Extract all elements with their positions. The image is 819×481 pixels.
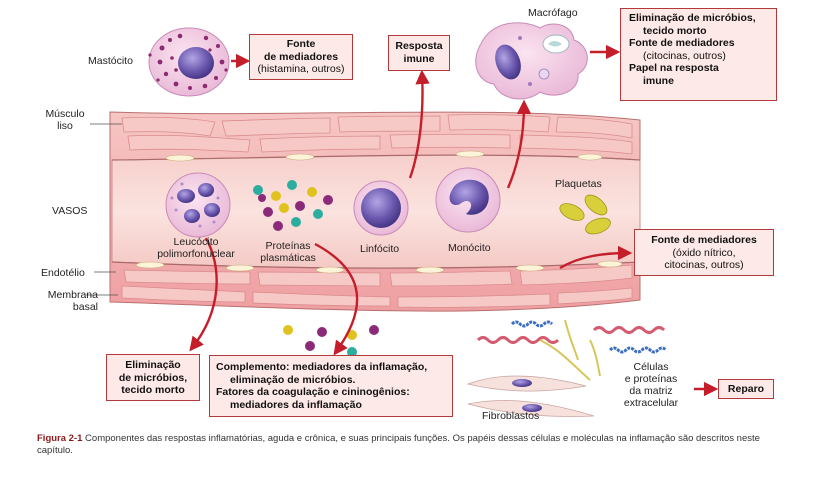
label-basement-membrane-line2: basal: [72, 301, 98, 313]
figure-number: Figura 2-1: [37, 433, 83, 444]
label-smooth-muscle-line1: Músculo: [45, 108, 85, 120]
label-basement-membrane-line1: Membrana: [47, 289, 98, 301]
extracellular-matrix: [476, 319, 668, 381]
label-neutrophil: Leucócito polimorfonuclear: [140, 236, 252, 260]
box-complement-line3: Fatores da coagulação e cininogênios:: [216, 386, 410, 398]
box-complement: Complemento: mediadores da inflamação, e…: [209, 355, 453, 417]
box-macrophage-line3: Fonte de mediadores: [629, 37, 735, 49]
box-macrophage-line1: Eliminação de micróbios,: [629, 12, 756, 24]
box-endothelium-line2: (óxido nítrico,: [672, 246, 736, 259]
label-neutrophil-line2: polimorfonuclear: [157, 248, 235, 260]
box-mastocyte-line3: (histamina, outros): [257, 63, 345, 75]
platelets: [559, 194, 611, 235]
macrophage-cell: [475, 22, 588, 100]
box-elimination-line2: de micróbios,: [118, 371, 188, 384]
label-plasma-proteins-line1: Proteínas: [265, 240, 311, 252]
label-lymphocyte: Linfócito: [360, 243, 400, 255]
box-macrophage-line2: tecido morto: [643, 24, 707, 37]
lymphocyte-cell: [353, 180, 409, 236]
box-immune-line1: Resposta: [395, 40, 443, 52]
box-repair-label: Reparo: [727, 383, 765, 395]
neutrophil-cell: [165, 172, 231, 238]
label-monocyte: Monócito: [448, 242, 491, 254]
box-macrophage-line6: imune: [643, 74, 674, 87]
label-ecm-cells: Células e proteínas da matriz extracelul…: [606, 361, 696, 409]
box-macrophage-functions: Eliminação de micróbios, tecido morto Fo…: [620, 8, 777, 101]
label-platelets: Plaquetas: [555, 178, 602, 190]
released-proteins: [283, 325, 379, 357]
box-endothelium-line1: Fonte de mediadores: [651, 234, 757, 246]
box-mediator-source-endothelium: Fonte de mediadores (óxido nítrico, cito…: [634, 229, 774, 276]
fibroblasts: [466, 375, 595, 417]
label-endothelium: Endotélio: [41, 267, 85, 279]
figure-caption-text: Componentes das respostas inflamatórias,…: [37, 433, 760, 456]
leader-lines: [86, 123, 122, 296]
box-complement-line2: eliminação de micróbios.: [230, 373, 356, 386]
label-smooth-muscle-line2: liso: [57, 120, 73, 132]
box-mastocyte-line1: Fonte: [286, 38, 316, 50]
figure-caption: Figura 2-1 Componentes das respostas inf…: [37, 433, 797, 457]
box-repair: Reparo: [718, 379, 774, 399]
arrows: [189, 44, 719, 397]
label-ecm-line1: Células: [633, 361, 669, 373]
label-fibroblasts: Fibroblastos: [482, 410, 540, 422]
box-microbe-elimination: Eliminação de micróbios, tecido morto: [106, 354, 200, 401]
box-mediator-source-mastocyte: Fonte de mediadores (histamina, outros): [249, 34, 353, 80]
label-ecm-line3: da matriz: [629, 385, 673, 397]
monocyte-cell: [435, 167, 501, 233]
plasma-proteins: [253, 180, 333, 231]
label-mastocyte: Mastócito: [88, 55, 133, 67]
box-mastocyte-line2: de mediadores: [263, 50, 339, 63]
label-ecm-line2: e proteínas: [624, 373, 678, 385]
box-elimination-line3: tecido morto: [121, 384, 185, 396]
box-endothelium-line3: citocinas, outros): [664, 259, 744, 271]
mastocyte-cell: [148, 27, 230, 97]
label-basement-membrane: Membrana basal: [40, 289, 98, 313]
box-immune-response: Resposta imune: [388, 35, 450, 71]
label-neutrophil-line1: Leucócito: [173, 236, 219, 248]
label-ecm-line4: extracelular: [623, 397, 679, 409]
box-complement-line4: mediadores da inflamação: [230, 398, 362, 411]
label-plasma-proteins: Proteínas plasmáticas: [248, 240, 328, 264]
box-macrophage-line4: (citocinas, outros): [643, 49, 726, 62]
label-smooth-muscle: Músculo liso: [40, 108, 90, 132]
box-macrophage-line5: Papel na resposta: [629, 62, 719, 74]
label-macrophage: Macrófago: [528, 7, 578, 19]
label-vessels: VASOS: [52, 205, 88, 217]
label-plasma-proteins-line2: plasmáticas: [260, 252, 316, 264]
box-complement-line1: Complemento: mediadores da inflamação,: [216, 361, 428, 373]
box-immune-line2: imune: [403, 52, 435, 65]
box-elimination-line1: Eliminação: [125, 359, 181, 371]
